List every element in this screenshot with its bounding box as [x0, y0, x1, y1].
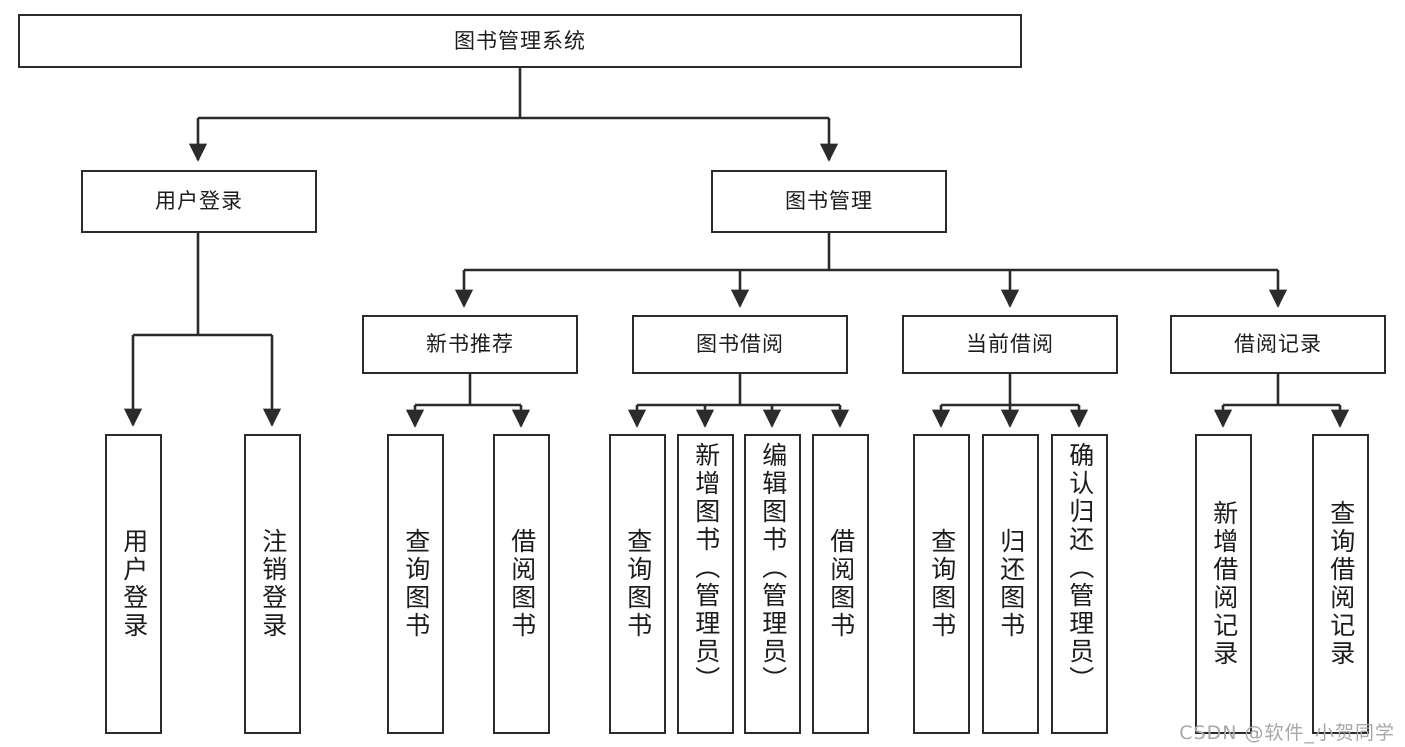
leaf-records-query-label: 查询借阅记录 [1326, 500, 1356, 668]
leaf-user-login-signout-label: 注销登录 [258, 528, 288, 640]
node-root[interactable]: 图书管理系统 [18, 14, 1022, 68]
node-book-management[interactable]: 图书管理 [711, 170, 947, 233]
node-borrow-records[interactable]: 借阅记录 [1170, 315, 1386, 374]
node-new-book-recommend-label: 新书推荐 [426, 332, 514, 357]
leaf-new-books-query-label: 查询图书 [401, 528, 431, 640]
leaf-borrow-borrow-book-label: 借阅图书 [826, 528, 856, 640]
watermark: CSDN @软件_小贺同学 [1179, 722, 1395, 744]
node-current-borrow[interactable]: 当前借阅 [902, 315, 1118, 374]
leaf-new-books-borrow-label: 借阅图书 [507, 528, 537, 640]
leaf-records-add-label: 新增借阅记录 [1209, 500, 1239, 668]
leaf-current-confirm-return[interactable]: 确认归还（管理员） [1051, 434, 1108, 734]
leaf-borrow-add-book[interactable]: 新增图书（管理员） [677, 434, 734, 734]
leaf-current-query-book[interactable]: 查询图书 [913, 434, 970, 734]
leaf-records-add[interactable]: 新增借阅记录 [1195, 434, 1252, 734]
node-book-borrow[interactable]: 图书借阅 [632, 315, 848, 374]
leaf-borrow-edit-book-label: 编辑图书（管理员） [758, 442, 788, 694]
leaf-borrow-edit-book[interactable]: 编辑图书（管理员） [744, 434, 801, 734]
node-user-login[interactable]: 用户登录 [81, 170, 317, 233]
leaf-user-login-signin-label: 用户登录 [119, 528, 149, 640]
leaf-borrow-add-book-label: 新增图书（管理员） [691, 442, 721, 694]
leaf-new-books-borrow[interactable]: 借阅图书 [493, 434, 550, 734]
node-new-book-recommend[interactable]: 新书推荐 [362, 315, 578, 374]
node-user-login-label: 用户登录 [155, 189, 243, 214]
leaf-borrow-query-book-label: 查询图书 [623, 528, 653, 640]
leaf-borrow-query-book[interactable]: 查询图书 [609, 434, 666, 734]
leaf-user-login-signin[interactable]: 用户登录 [105, 434, 162, 734]
node-borrow-records-label: 借阅记录 [1234, 332, 1322, 357]
node-root-label: 图书管理系统 [454, 28, 586, 53]
leaf-records-query[interactable]: 查询借阅记录 [1312, 434, 1369, 734]
node-book-borrow-label: 图书借阅 [696, 332, 784, 357]
leaf-borrow-borrow-book[interactable]: 借阅图书 [812, 434, 869, 734]
leaf-current-return-book-label: 归还图书 [996, 528, 1026, 640]
leaf-current-confirm-return-label: 确认归还（管理员） [1065, 442, 1095, 694]
leaf-current-return-book[interactable]: 归还图书 [982, 434, 1039, 734]
node-current-borrow-label: 当前借阅 [966, 332, 1054, 357]
leaf-current-query-book-label: 查询图书 [927, 528, 957, 640]
node-book-management-label: 图书管理 [785, 189, 873, 214]
leaf-new-books-query[interactable]: 查询图书 [387, 434, 444, 734]
leaf-user-login-signout[interactable]: 注销登录 [244, 434, 301, 734]
